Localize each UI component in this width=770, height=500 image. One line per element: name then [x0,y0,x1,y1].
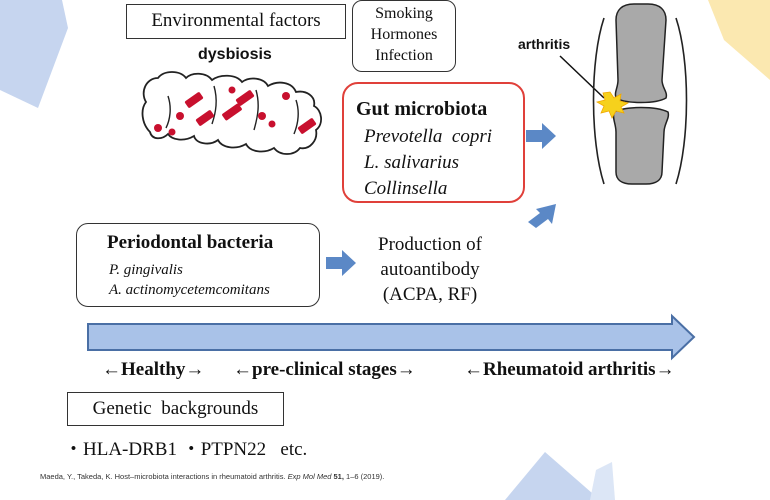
factor-hormones: Hormones [370,26,438,43]
arrow-periodontal-to-autoantibody [326,250,356,276]
risk-factors-box: Smoking Hormones Infection [352,0,456,72]
gut-microbiota-title: Gut microbiota [356,98,488,120]
inflammation-burst-icon [595,91,630,119]
citation-volume: 51, [331,472,344,481]
stage-preclinical: ←pre-clinical stages→ [233,359,416,380]
autoantibody-line-3: (ACPA, RF) [382,284,478,305]
factor-smoking: Smoking [375,5,433,22]
species-l-salivarius: L. salivarius [364,152,460,173]
citation-journal: Exp Mol Med [287,472,332,481]
species-prevotella-copri: Prevotella copri [364,126,493,147]
deco-blue-shape-bottom-small [590,462,615,500]
deco-blue-shape-left [0,0,68,108]
disease-progression-bar [87,313,696,361]
stage-healthy: ←Healthy→ [102,359,205,380]
environmental-factors-box: Environmental factors [126,4,346,39]
species-p-gingivalis: P. gingivalis [109,262,183,278]
genetic-genes: ・HLA-DRB1 ・PTPN22 etc. [64,439,308,460]
genetic-backgrounds-box: Genetic backgrounds [67,392,284,426]
deco-blue-shape-bottom [505,452,600,500]
gut-microbiota-box: Gut microbiota Prevotella copri L. saliv… [342,82,525,203]
stage-rheumatoid-arthritis: ←Rheumatoid arthritis→ [464,359,675,380]
citation: Maeda, Y., Takeda, K. Host–microbiota in… [40,472,384,481]
lower-bone [612,106,670,185]
autoantibody-line-2: autoantibody [380,259,480,280]
autoantibody-line-1: Production of [378,234,482,255]
factor-infection: Infection [375,47,433,64]
citation-authors: Maeda, Y., Takeda, K. Host–microbiota in… [40,472,288,481]
periodontal-bacteria-box: Periodontal bacteria P. gingivalis A. ac… [76,223,320,307]
arrow-autoantibody-to-joint [528,204,556,228]
arthritis-label: arthritis [518,36,571,52]
species-collinsella: Collinsella [364,178,448,199]
genetic-backgrounds-title: Genetic backgrounds [92,398,259,419]
dysbiosis-bacteria [154,86,317,136]
periodontal-bacteria-title: Periodontal bacteria [107,232,274,253]
arthritis-pointer-line [559,55,605,99]
arrow-gut-to-joint [526,123,556,149]
deco-yellow-shape-right [708,0,770,80]
citation-pages: 1–6 (2019). [343,472,385,481]
environmental-factors-title: Environmental factors [151,10,321,31]
upper-bone [614,3,668,104]
species-a-actinomycetemcomitans: A. actinomycetemcomitans [109,282,270,298]
dysbiosis-label: dysbiosis [198,46,272,63]
joint-capsule-left [592,17,605,185]
joint-capsule-right [675,17,688,185]
